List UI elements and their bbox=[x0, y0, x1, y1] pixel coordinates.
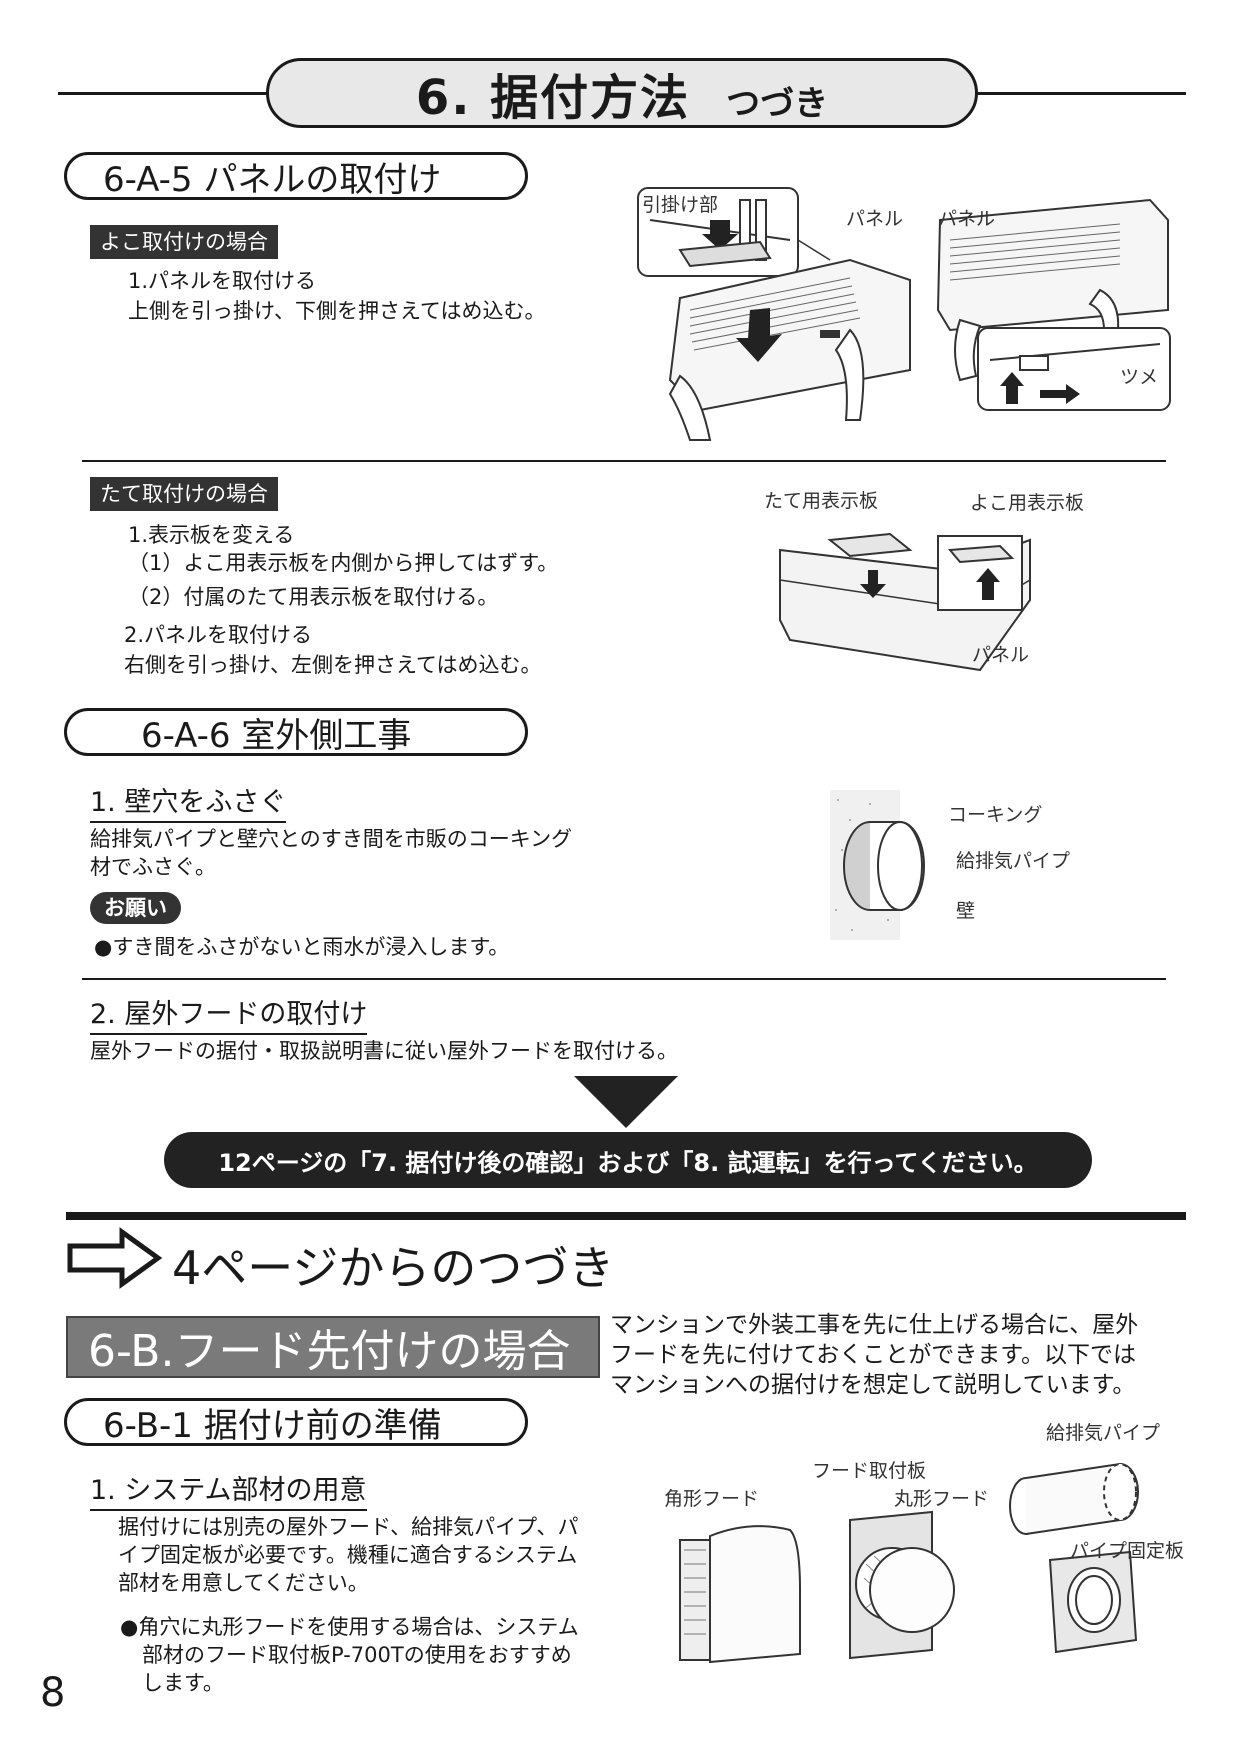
body-text: 部材を用意してください。 bbox=[118, 1571, 369, 1595]
main-title-box: 6. 据付方法 つづき bbox=[266, 58, 978, 128]
fig1-label-hook: 引掛け部 bbox=[642, 194, 719, 216]
bullet-text: ●角穴に丸形フードを使用する場合は、システム bbox=[120, 1615, 579, 1639]
body-text: イプ固定板が必要です。機種に適合するシステム bbox=[118, 1543, 578, 1567]
banner-text: 12ページの「7. 据付け後の確認」および「8. 試運転」を行ってください。 bbox=[218, 1148, 1038, 1177]
system-parts-figure bbox=[679, 1462, 1139, 1664]
body-text: 屋外フードの据付・取扱説明書に従い屋外フードを取付ける。 bbox=[90, 1039, 678, 1063]
tate-step1-a: （1）よこ用表示板を内側から押してはずす。 bbox=[128, 551, 559, 575]
divider-1 bbox=[82, 460, 1166, 462]
bullet-text: します。 bbox=[142, 1671, 224, 1695]
page-number: 8 bbox=[40, 1670, 66, 1716]
continuation-heading: 4ページからのつづき bbox=[172, 1241, 615, 1295]
thick-divider bbox=[66, 1212, 1186, 1220]
wall-pipe-figure bbox=[830, 790, 925, 940]
fig3-label-pipe: 給排気パイプ bbox=[956, 850, 1071, 872]
section-header-6a5: 6-A-5 パネルの取付け bbox=[64, 152, 528, 200]
divider-2 bbox=[82, 978, 1166, 980]
fig1-label-panel-b: パネル bbox=[938, 208, 996, 230]
tate-step1-b: （2）付属のたて用表示板を取付ける。 bbox=[128, 585, 499, 609]
fig3-label-caulk: コーキング bbox=[948, 804, 1043, 826]
title-rule-left bbox=[58, 92, 270, 95]
fig2-label-yoko-plate: よこ用表示板 bbox=[970, 492, 1085, 514]
body-text: 給排気パイプと壁穴とのすき間を市販のコーキング bbox=[90, 827, 573, 851]
intro-text: マンションへの据付けを想定して説明しています。 bbox=[610, 1372, 1136, 1398]
tate-step2: 2.パネルを取付ける bbox=[124, 623, 313, 647]
tate-step1: 1.表示板を変える bbox=[128, 523, 295, 547]
title-rule-right bbox=[974, 92, 1186, 95]
page-title-sub: つづき bbox=[726, 83, 829, 124]
subsection-heading: 1. システム部材の用意 bbox=[90, 1468, 367, 1511]
fig3-label-wall: 壁 bbox=[956, 900, 976, 922]
section-title-6b: 6-B.フード先付けの場合 bbox=[66, 1316, 600, 1378]
fig2-label-panel: パネル bbox=[972, 644, 1030, 666]
fig1-label-panel-a: パネル bbox=[846, 208, 904, 230]
yoko-step1-desc: 上側を引っ掛け、下側を押さえてはめ込む。 bbox=[128, 299, 546, 323]
fig2-label-tate-plate: たて用表示板 bbox=[764, 490, 879, 512]
yoko-label: よこ取付けの場合 bbox=[90, 225, 278, 259]
body-text: 材でふさぐ。 bbox=[90, 855, 216, 879]
body-text: 据付けには別売の屋外フード、給排気パイプ、パ bbox=[118, 1515, 579, 1539]
display-plate-figure bbox=[779, 532, 1031, 672]
tate-label: たて取付けの場合 bbox=[90, 477, 278, 511]
right-arrow-icon bbox=[67, 1227, 163, 1289]
section-title: 6-A-5 パネルの取付け bbox=[103, 159, 442, 200]
tate-step2-desc: 右側を引っ掛け、左側を押さえてはめ込む。 bbox=[124, 653, 542, 677]
subsection-heading: 1. 壁穴をふさぐ bbox=[90, 780, 287, 823]
note-text: ●すき間をふさがないと雨水が浸入します。 bbox=[94, 935, 510, 959]
fig4-label-hood-plate: フード取付板 bbox=[812, 1460, 927, 1482]
section-header-6b1: 6-B-1 据付け前の準備 bbox=[64, 1398, 528, 1446]
fig4-label-pipe-plate: パイプ固定板 bbox=[1070, 1540, 1185, 1562]
subsection-heading: 2. 屋外フードの取付け bbox=[90, 992, 368, 1035]
down-arrow-icon bbox=[574, 1076, 678, 1128]
request-badge: お願い bbox=[90, 892, 181, 924]
section-header-6a6: 6-A-6 室外側工事 bbox=[64, 708, 528, 756]
intro-text: フードを先に付けておくことができます。以下では bbox=[610, 1342, 1137, 1368]
intro-text: マンションで外装工事を先に仕上げる場合に、屋外 bbox=[610, 1312, 1139, 1338]
fig4-label-square-hood: 角形フード bbox=[664, 1488, 760, 1510]
fig4-label-round-hood: 丸形フード bbox=[894, 1488, 990, 1510]
page-title: 6. 据付方法 bbox=[415, 70, 691, 126]
next-step-banner: 12ページの「7. 据付け後の確認」および「8. 試運転」を行ってください。 bbox=[164, 1132, 1092, 1188]
yoko-step1: 1.パネルを取付ける bbox=[128, 269, 317, 293]
fig4-label-pipe: 給排気パイプ bbox=[1046, 1422, 1161, 1444]
section-title: 6-B-1 据付け前の準備 bbox=[103, 1405, 442, 1446]
section-title: 6-A-6 室外側工事 bbox=[141, 715, 412, 756]
section-title: 6-B.フード先付けの場合 bbox=[88, 1326, 571, 1377]
panel-horizontal-figure bbox=[637, 187, 1171, 441]
fig1-label-tab: ツメ bbox=[1120, 366, 1159, 388]
bullet-text: 部材のフード取付板P-700Tの使用をおすすめ bbox=[142, 1643, 572, 1667]
